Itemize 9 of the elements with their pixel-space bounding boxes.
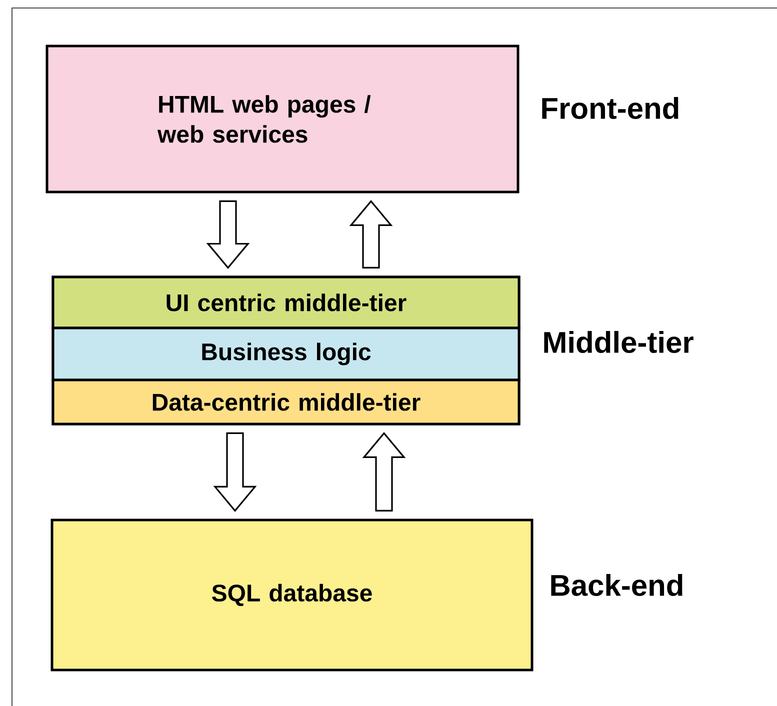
block-arrow [349, 200, 393, 269]
tier-box: SQL database [50, 518, 534, 672]
tier-box: HTML web pages / web services [46, 44, 520, 194]
block-arrow [206, 200, 250, 269]
tier-label: Front-end [542, 96, 678, 119]
block-arrow [213, 432, 257, 512]
tier-label: Middle-tier [544, 330, 694, 353]
tier-label: Back-end [551, 574, 682, 596]
block-arrow [362, 432, 406, 512]
